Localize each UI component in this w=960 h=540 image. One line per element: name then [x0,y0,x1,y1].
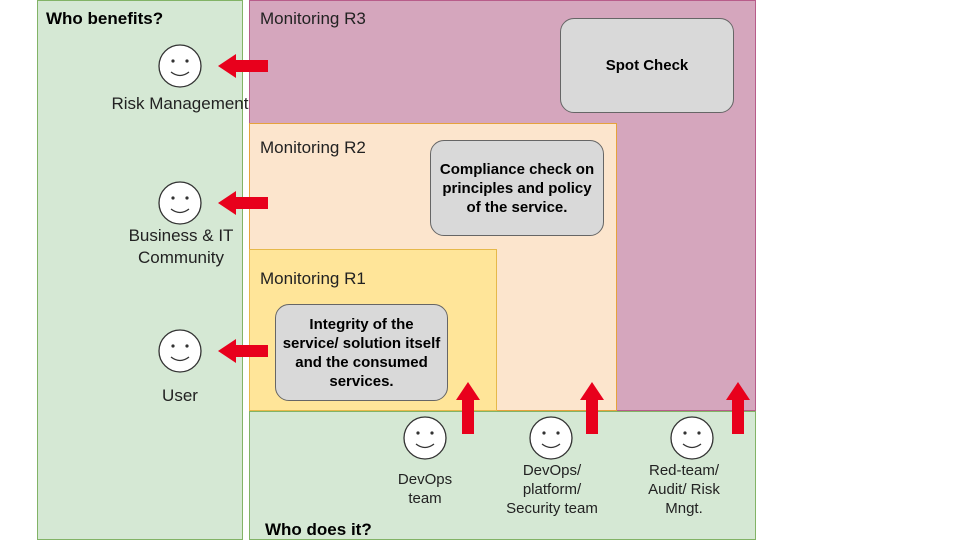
compliance-check-box: Compliance check on principles and polic… [430,140,604,236]
actor-label-devops-platform-security: DevOps/ platform/ Security team [506,462,598,517]
actor-label-red-team: Red-team/ Audit/ Risk Mngt. [648,462,720,517]
spot-check-box: Spot Check [560,18,734,113]
smiley-face-icon [529,416,573,460]
who-does-it-title: Who does it? [265,520,372,539]
integrity-box: Integrity of the service/ solution itsel… [275,304,448,401]
beneficiary-label-business-it: Business & IT Community [128,226,234,267]
monitoring-r1-label: Monitoring R1 [260,269,366,288]
smiley-face-icon [158,44,202,88]
actor-label-devops: DevOps team [397,471,453,507]
smiley-face-icon [670,416,714,460]
smiley-face-icon [158,329,202,373]
beneficiary-label-user: User [162,386,198,405]
smiley-face-icon [158,181,202,225]
monitoring-r2-label: Monitoring R2 [260,138,366,157]
monitoring-r3-label: Monitoring R3 [260,9,366,28]
who-benefits-panel [37,0,243,540]
arrow-left-icon [218,54,268,78]
arrow-left-icon [218,339,268,363]
arrow-up-icon [726,382,750,434]
arrow-left-icon [218,191,268,215]
smiley-face-icon [403,416,447,460]
who-benefits-title: Who benefits? [46,9,164,28]
arrow-up-icon [580,382,604,434]
arrow-up-icon [456,382,480,434]
beneficiary-label-risk-management: Risk Management [111,94,249,113]
